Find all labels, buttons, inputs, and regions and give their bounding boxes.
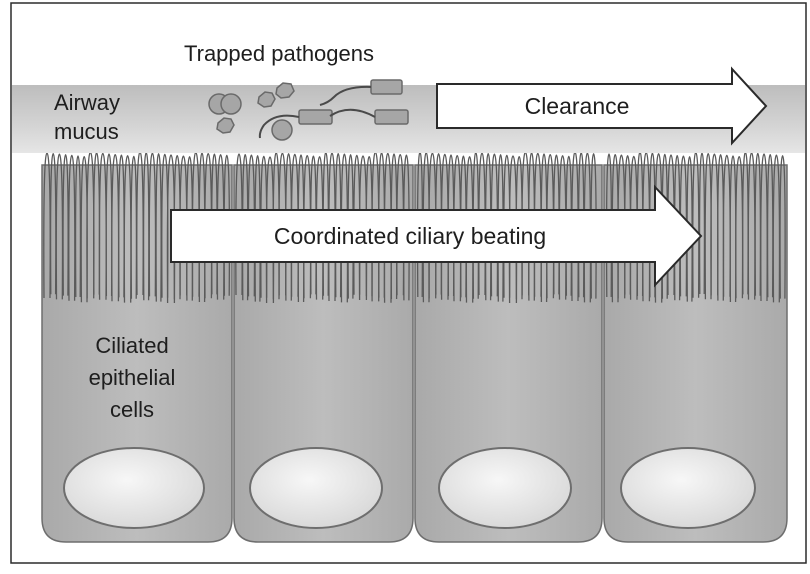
ciliated-cells-label-line1: Ciliated (95, 333, 168, 358)
trapped-pathogens-label: Trapped pathogens (184, 41, 374, 66)
nucleus-3 (439, 448, 571, 528)
pathogen-bacillus-1 (371, 80, 402, 94)
nucleus-2 (250, 448, 382, 528)
clearance-label: Clearance (525, 93, 630, 119)
airway-mucus-label-line1: Airway (54, 90, 120, 115)
ciliated-cells-label-line2: epithelial (89, 365, 176, 390)
ciliated-cells-label-line3: cells (110, 397, 154, 422)
pathogen-cocci-3 (272, 120, 292, 140)
pathogen-bacillus-3 (375, 110, 408, 124)
nucleus-4 (621, 448, 755, 528)
nucleus-1 (64, 448, 204, 528)
pathogen-bacillus-2 (299, 110, 332, 124)
ciliary-beating-label: Coordinated ciliary beating (274, 223, 546, 249)
pathogen-cocci-2 (221, 94, 241, 114)
airway-mucus-label-line2: mucus (54, 119, 119, 144)
